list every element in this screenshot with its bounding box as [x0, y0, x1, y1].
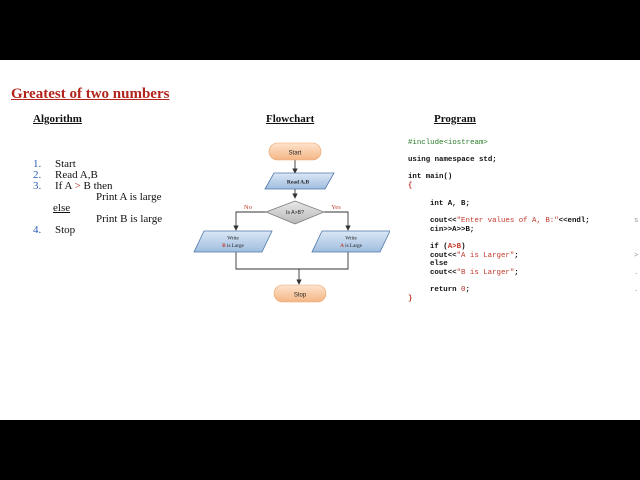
flowchart-heading: Flowchart: [266, 113, 315, 125]
algorithm-step-1: 1.Start: [33, 158, 76, 170]
algorithm-else-action: Print B is large: [96, 213, 163, 225]
flowchart-diagram: Start Read A,B Is A>B? No Yes Write B is…: [193, 142, 390, 303]
flow-yes-label: Yes: [331, 204, 341, 211]
algorithm-step-4: 4.Stop: [33, 224, 76, 236]
code-cout-prompt: cout<<"Enter values of A, B:"<<endl;: [430, 217, 590, 225]
flow-stop-terminal: Stop: [273, 284, 327, 303]
code-main: int main(): [408, 173, 453, 181]
algorithm-else-label: else: [53, 202, 71, 214]
code-open-brace: {: [408, 182, 413, 190]
slide-title: Greatest of two numbers: [11, 86, 170, 102]
flow-decision: Is A>B?: [265, 200, 325, 225]
code-fragment-1: s: [634, 217, 639, 225]
flow-start-terminal: Start: [268, 142, 322, 161]
code-cout-b: cout<<"B is Larger";: [430, 268, 519, 277]
flow-decision-label: Is A>B?: [286, 210, 304, 216]
flow-write-a-text: A is Large: [340, 243, 363, 249]
code-fragment-2: >: [634, 251, 639, 260]
flow-read-io: Read A,B: [264, 172, 335, 190]
program-heading: Program: [434, 113, 476, 125]
code-fragment-4: .: [634, 286, 639, 294]
flow-start-label: Start: [289, 151, 302, 157]
algorithm-step-3: 3.If A > B then: [33, 180, 113, 192]
code-if: if (A>B): [430, 243, 466, 251]
flow-write-a-label: Write: [345, 236, 357, 242]
flow-write-b-text: B is Large: [222, 243, 244, 249]
flow-no-label: No: [244, 204, 252, 211]
code-cout-a: cout<<"A is Larger";: [430, 251, 519, 260]
flow-write-b-io: Write B is Large: [193, 230, 273, 253]
algorithm-then-action: Print A is large: [96, 191, 162, 203]
code-decl: int A, B;: [430, 200, 470, 208]
flow-stop-label: Stop: [294, 293, 307, 299]
code-return: return 0;: [430, 286, 470, 294]
code-cin: cin>>A>>B;: [430, 225, 475, 234]
algorithm-step-2: 2.Read A,B: [33, 169, 98, 181]
flow-write-b-label: Write: [227, 236, 239, 242]
flow-write-a-io: Write A is Large: [311, 230, 390, 253]
algorithm-heading: Algorithm: [33, 113, 82, 125]
code-fragment-3: .: [634, 268, 639, 277]
code-include: #include<iostream>: [408, 139, 488, 147]
flow-connectors: [233, 160, 351, 285]
code-using: using namespace std;: [408, 156, 497, 164]
code-close-brace: }: [408, 294, 413, 303]
code-else: else: [430, 260, 448, 268]
flow-read-label: Read A,B: [287, 180, 310, 186]
slide: Greatest of two numbers Algorithm Flowch…: [0, 60, 640, 420]
